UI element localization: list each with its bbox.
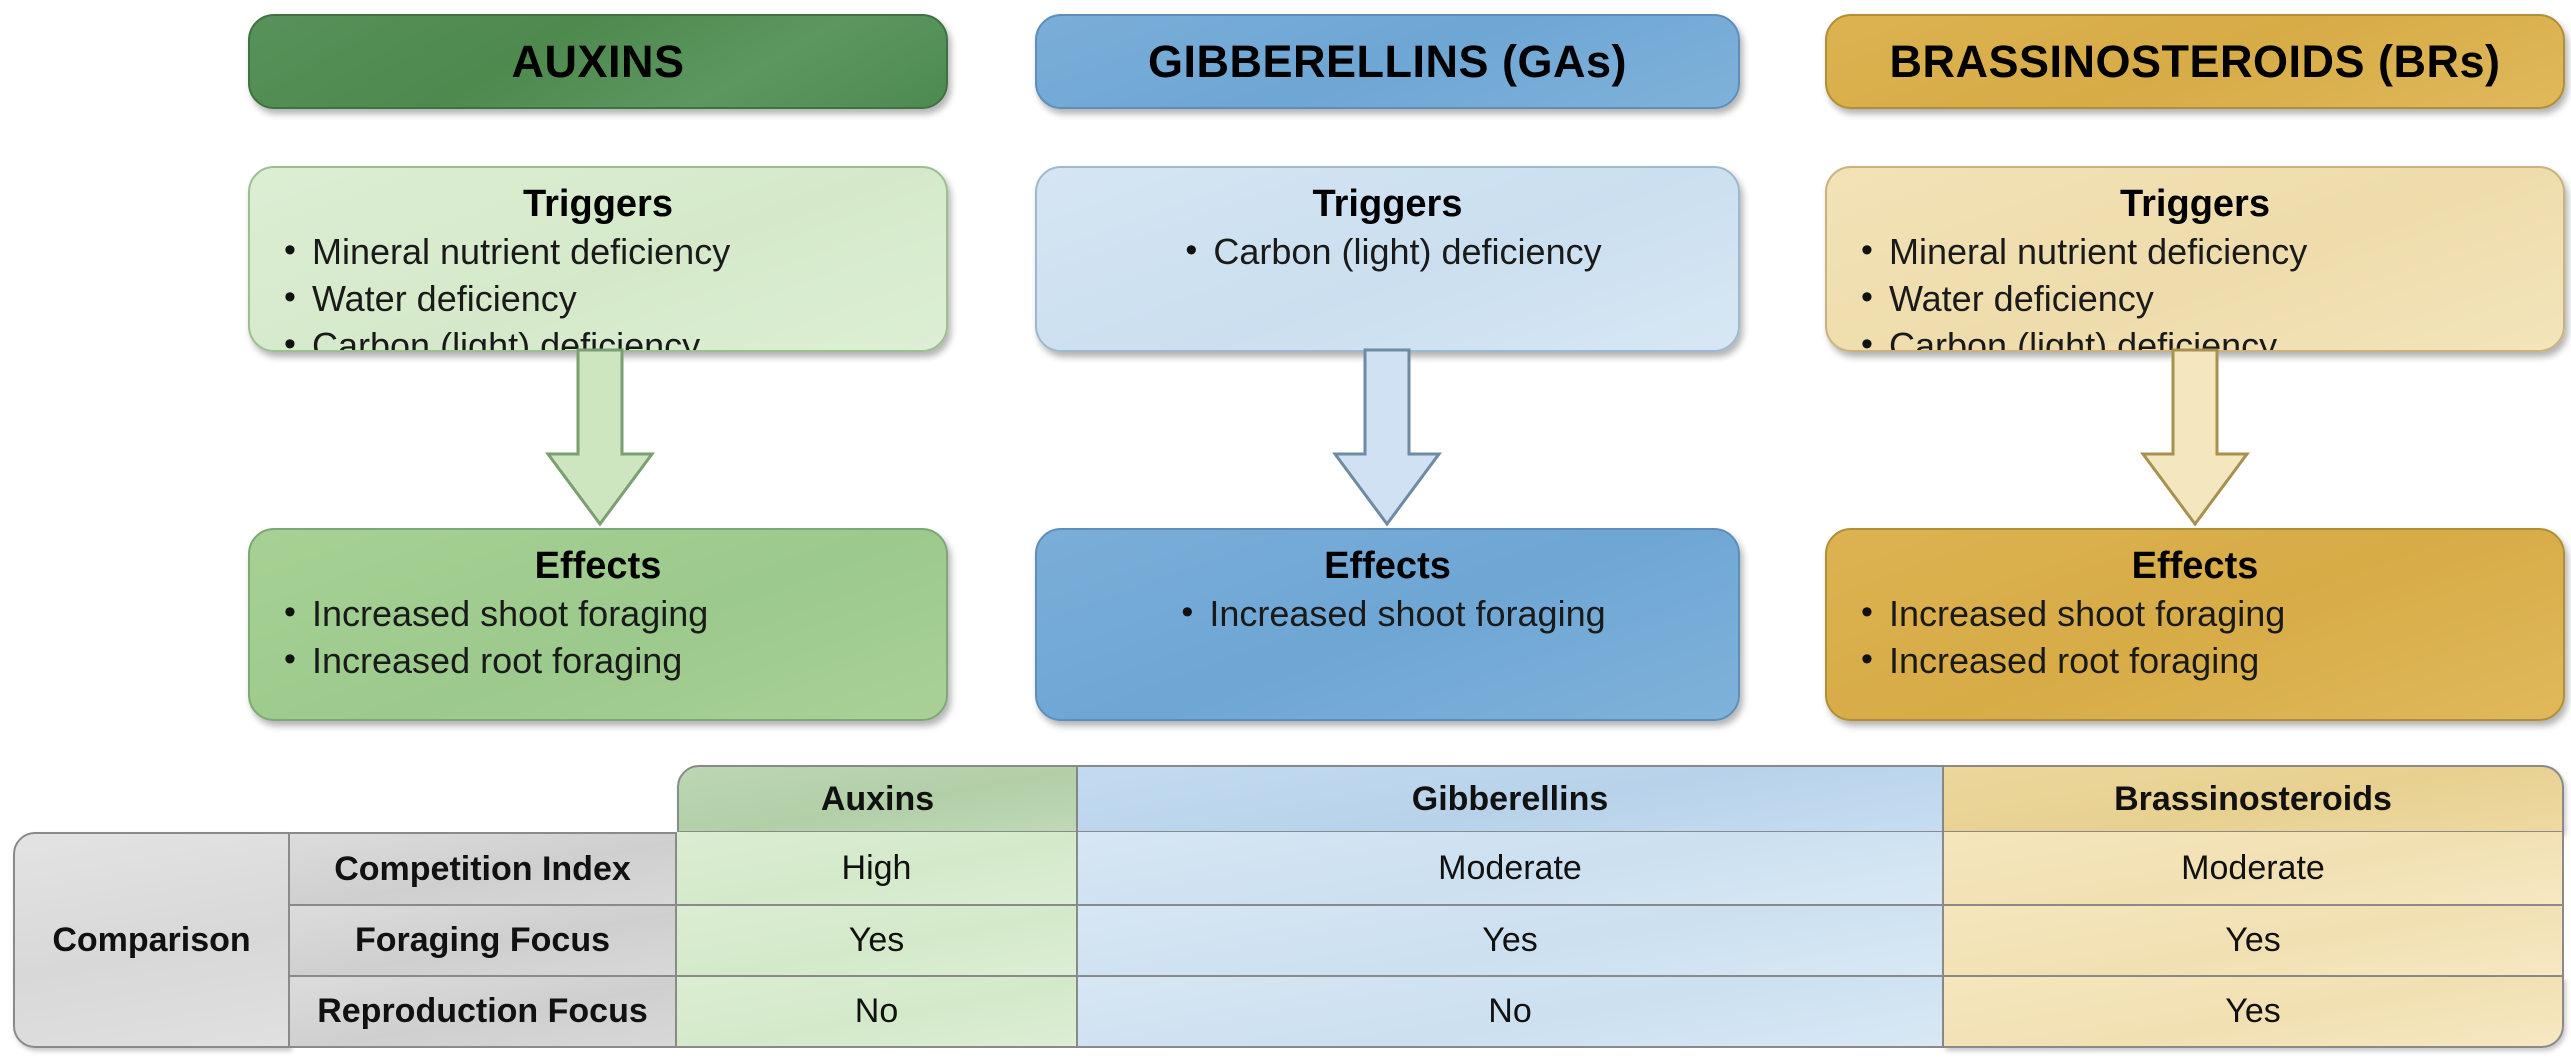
table-cell: No (1078, 977, 1944, 1048)
hormone-header-label: AUXINS (511, 36, 685, 87)
table-cell: Moderate (1944, 832, 2564, 906)
triggers-heading: Triggers (1312, 183, 1463, 225)
table-cell-value: No (1488, 992, 1532, 1030)
effects-card-brassinosteroids: Effects Increased shoot foraging Increas… (1825, 528, 2565, 721)
list-item: Mineral nutrient deficiency (1849, 228, 2541, 276)
effects-heading: Effects (534, 545, 662, 587)
table-row-label: Reproduction Focus (290, 977, 677, 1048)
effects-list: Increased shoot foraging Increased root … (272, 590, 924, 685)
hormone-header-auxins: AUXINS (248, 14, 948, 109)
hormone-header-brassinosteroids: BRASSINOSTEROIDS (BRs) (1825, 14, 2565, 109)
table-header-auxins: Auxins (677, 765, 1078, 833)
table-cell-value: Moderate (2181, 848, 2325, 887)
table-corner-label: Comparison (52, 920, 251, 959)
triggers-card-brassinosteroids: Triggers Mineral nutrient deficiency Wat… (1825, 166, 2565, 352)
list-item: Carbon (light) deficiency (1173, 228, 1601, 276)
table-cell-value: Yes (2225, 921, 2281, 959)
table-header-label: Brassinosteroids (2114, 779, 2392, 818)
triggers-heading: Triggers (523, 183, 673, 225)
table-cell-value: Yes (2225, 992, 2281, 1030)
list-item: Increased shoot foraging (1849, 590, 2541, 638)
hormone-header-label: BRASSINOSTEROIDS (BRs) (1889, 36, 2501, 87)
triggers-card-auxins: Triggers Mineral nutrient deficiency Wat… (248, 166, 948, 352)
table-corner-comparison: Comparison (13, 832, 290, 1048)
table-cell: Yes (1944, 906, 2564, 977)
list-item: Increased shoot foraging (1169, 590, 1605, 638)
triggers-list: Carbon (light) deficiency (1059, 228, 1716, 276)
table-cell: High (677, 832, 1078, 906)
table-cell: Moderate (1078, 832, 1944, 906)
table-row-label-text: Foraging Focus (355, 921, 610, 959)
table-cell-value: Moderate (1438, 848, 1582, 887)
hormone-header-label: GIBBERELLINS (GAs) (1147, 36, 1628, 87)
table-header-label: Auxins (820, 779, 935, 818)
table-row-label-text: Reproduction Focus (317, 992, 648, 1030)
table-cell: No (677, 977, 1078, 1048)
effects-list: Increased shoot foraging (1059, 590, 1716, 638)
flow-arrow-auxins (545, 348, 655, 528)
effects-card-gibberellins: Effects Increased shoot foraging (1035, 528, 1740, 721)
list-item: Increased shoot foraging (272, 590, 924, 638)
table-header-label: Gibberellins (1411, 779, 1609, 818)
triggers-list: Mineral nutrient deficiency Water defici… (1849, 228, 2541, 350)
effects-heading: Effects (2131, 545, 2259, 587)
table-cell-value: High (841, 848, 912, 887)
list-item: Carbon (light) deficiency (1849, 322, 2541, 350)
triggers-heading: Triggers (2120, 183, 2270, 225)
list-item: Water deficiency (1849, 275, 2541, 323)
list-item: Increased root foraging (1849, 637, 2541, 685)
triggers-list: Mineral nutrient deficiency Water defici… (272, 228, 924, 350)
table-row-label-text: Competition Index (334, 849, 631, 888)
table-cell-value: No (854, 992, 899, 1030)
list-item: Mineral nutrient deficiency (272, 228, 924, 276)
triggers-card-gibberellins: Triggers Carbon (light) deficiency (1035, 166, 1740, 352)
table-header-gibberellins: Gibberellins (1078, 765, 1944, 833)
table-cell-value: Yes (848, 921, 905, 959)
effects-list: Increased shoot foraging Increased root … (1849, 590, 2541, 685)
list-item: Increased root foraging (272, 637, 924, 685)
effects-card-auxins: Effects Increased shoot foraging Increas… (248, 528, 948, 721)
flow-arrow-brassinosteroids (2140, 348, 2250, 528)
list-item: Water deficiency (272, 275, 924, 323)
table-cell: Yes (1078, 906, 1944, 977)
flow-arrow-gibberellins (1332, 348, 1442, 528)
table-cell: Yes (677, 906, 1078, 977)
hormone-header-gibberellins: GIBBERELLINS (GAs) (1035, 14, 1740, 109)
table-cell-value: Yes (1482, 921, 1538, 959)
table-row-label: Competition Index (290, 832, 677, 906)
table-cell: Yes (1944, 977, 2564, 1048)
effects-heading: Effects (1324, 545, 1451, 587)
table-header-brassinosteroids: Brassinosteroids (1944, 765, 2564, 833)
table-row-label: Foraging Focus (290, 906, 677, 977)
list-item: Carbon (light) deficiency (272, 322, 924, 350)
